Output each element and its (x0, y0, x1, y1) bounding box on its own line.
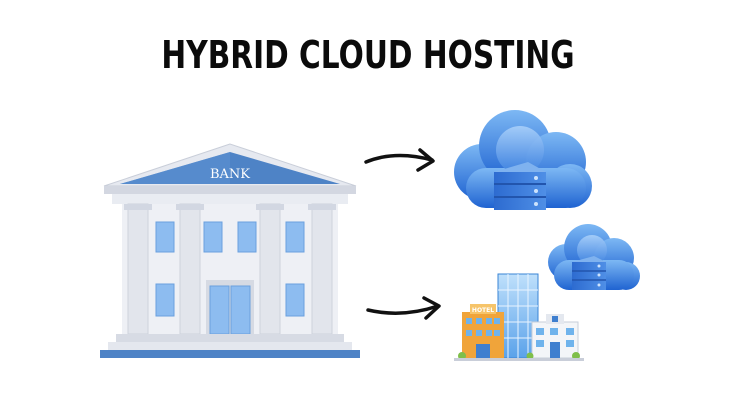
page-title: HYBRID CLOUD HOSTING (161, 33, 575, 77)
arrow-right-icon (364, 148, 435, 172)
arrow-right-icon (366, 296, 441, 320)
cloud-server-icon (548, 224, 640, 290)
hotel-sign: HOTEL (472, 307, 494, 314)
cloud-server-icon (454, 110, 592, 210)
city-buildings-icon: HOTEL (454, 273, 584, 361)
bank-building-icon: BANK (100, 143, 360, 358)
bank-sign: BANK (210, 167, 250, 182)
